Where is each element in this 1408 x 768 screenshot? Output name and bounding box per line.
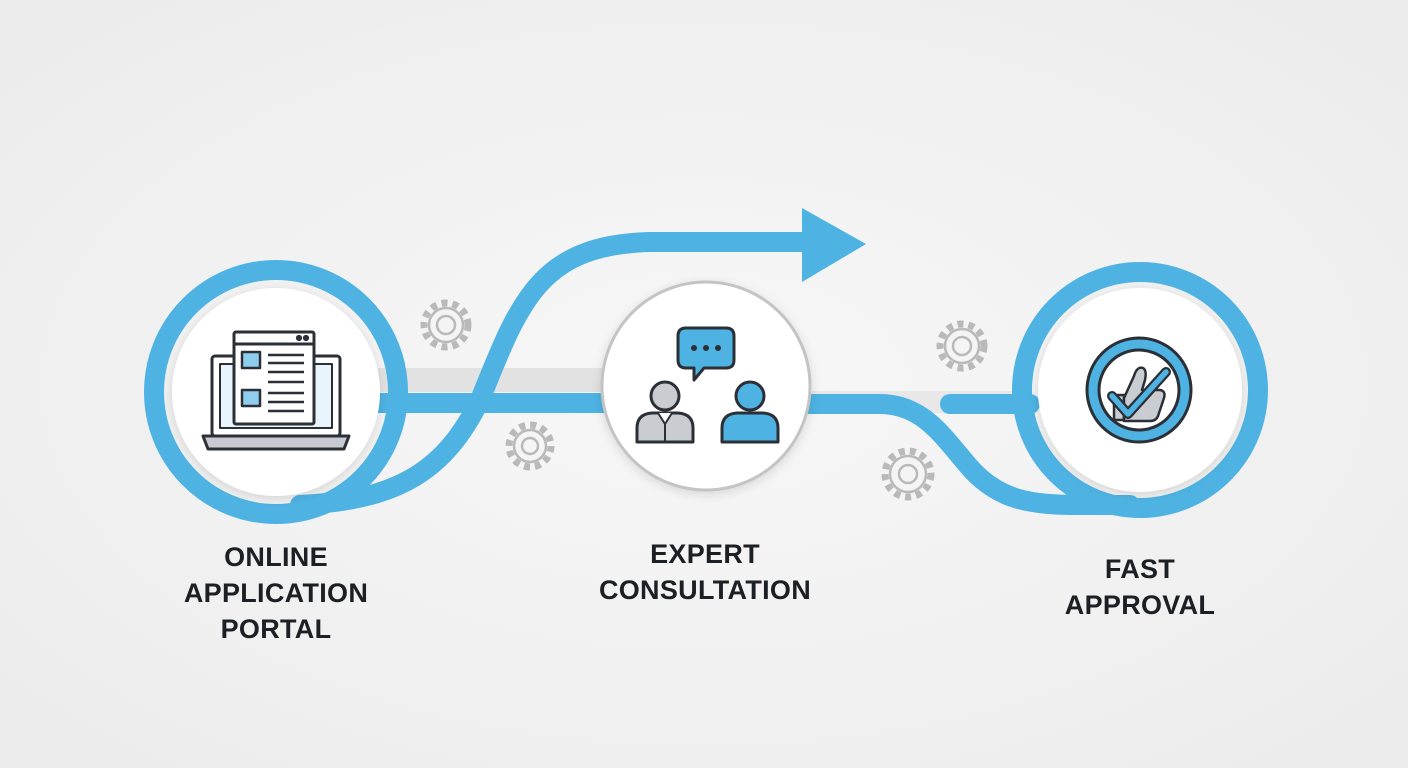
gear-icon [936, 320, 988, 372]
step-3-label-line-2: APPROVAL [1064, 590, 1216, 620]
flow-paths [290, 232, 1140, 515]
step-3-node [1038, 288, 1242, 492]
step-3-label: FAST APPROVAL [1030, 551, 1250, 623]
step-1-label-line-1: ONLINE [224, 542, 328, 572]
laptop-form-icon [201, 330, 351, 451]
step-2-circle [600, 280, 812, 492]
approval-check-icon [1085, 336, 1193, 444]
step-2-node [600, 280, 812, 492]
blue-ring-step-3 [1012, 262, 1268, 518]
step-1-node [172, 288, 380, 496]
consultation-people-icon [635, 326, 780, 444]
step-1-label: ONLINE APPLICATION PORTAL [156, 539, 396, 647]
step-2-label-line-2: CONSULTATION [598, 575, 812, 605]
step-1-label-line-3: PORTAL [220, 614, 332, 644]
gear-icon [505, 421, 555, 471]
gear-icon [881, 447, 935, 501]
step-1-label-line-2: APPLICATION [183, 578, 369, 608]
gear-icon [420, 299, 472, 351]
flow-path-descend [800, 394, 1140, 515]
step-2-label-line-1: EXPERT [650, 539, 760, 569]
blue-ring-step-1 [144, 260, 408, 524]
step-3-label-line-1: FAST [1104, 554, 1176, 584]
flow-arrow-head [802, 208, 866, 282]
step-2-label: EXPERT CONSULTATION [570, 536, 840, 608]
